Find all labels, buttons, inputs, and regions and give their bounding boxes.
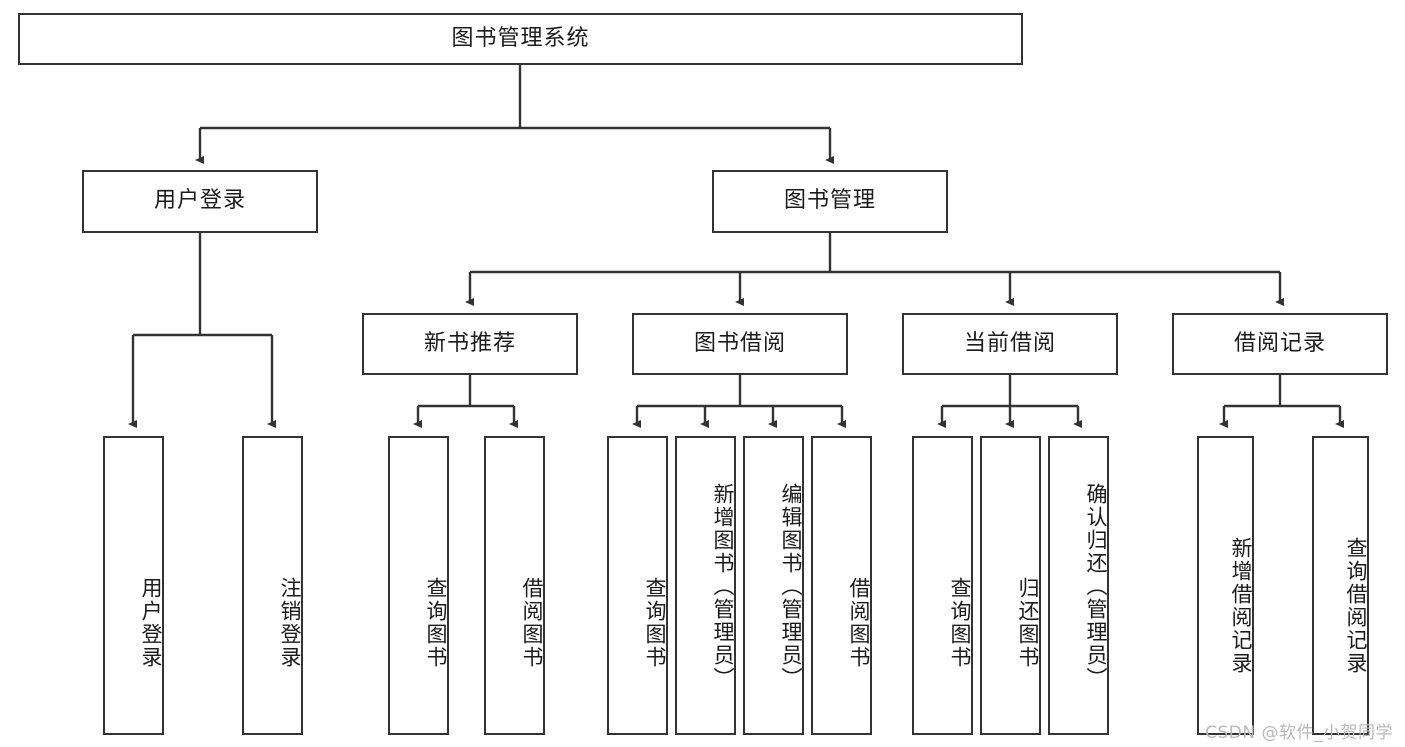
- node-leaf-borrow-book-recommend[interactable]: 借阅图书: [484, 436, 545, 735]
- node-leaf-query-book-borrow[interactable]: 查询图书: [607, 436, 668, 735]
- node-label: 当前借阅: [963, 330, 1056, 356]
- node-leaf-return-book[interactable]: 归还图书: [980, 436, 1041, 735]
- node-label: 新增借阅记录: [1229, 536, 1253, 675]
- node-label: 用户登录: [139, 576, 163, 669]
- node-label: 借阅记录: [1233, 330, 1326, 356]
- node-label: 借阅图书: [520, 576, 544, 669]
- node-label: 确认归还（管理员）: [1084, 483, 1108, 690]
- node-label: 查询图书: [948, 576, 972, 669]
- node-book-management[interactable]: 图书管理: [712, 170, 948, 233]
- node-label: 归还图书: [1016, 576, 1040, 669]
- node-label: 图书管理系统: [451, 25, 590, 51]
- node-leaf-confirm-return-admin[interactable]: 确认归还（管理员）: [1048, 436, 1109, 735]
- node-leaf-logout[interactable]: 注销登录: [242, 436, 303, 735]
- node-label: 编辑图书（管理员）: [779, 483, 803, 690]
- node-label: 新增图书（管理员）: [711, 483, 735, 690]
- node-leaf-query-book-recommend[interactable]: 查询图书: [388, 436, 449, 735]
- node-label: 用户登录: [153, 188, 246, 214]
- node-label: 新书推荐: [423, 330, 516, 356]
- node-leaf-edit-book-admin[interactable]: 编辑图书（管理员）: [743, 436, 804, 735]
- node-label: 查询图书: [424, 576, 448, 669]
- node-root-book-management-system[interactable]: 图书管理系统: [18, 13, 1023, 65]
- node-label: 注销登录: [278, 576, 302, 669]
- node-current-borrowing[interactable]: 当前借阅: [902, 313, 1118, 375]
- node-leaf-query-book-current[interactable]: 查询图书: [912, 436, 973, 735]
- node-label: 借阅图书: [847, 576, 871, 669]
- node-leaf-borrow-book[interactable]: 借阅图书: [811, 436, 872, 735]
- node-new-book-recommendation[interactable]: 新书推荐: [362, 313, 578, 375]
- watermark-text: CSDN @软件_小贺同学: [1205, 723, 1393, 743]
- node-borrowing-records[interactable]: 借阅记录: [1172, 313, 1388, 375]
- node-label: 图书借阅: [693, 330, 786, 356]
- node-label: 查询图书: [643, 576, 667, 669]
- node-label: 查询借阅记录: [1344, 536, 1368, 675]
- node-book-borrowing[interactable]: 图书借阅: [632, 313, 848, 375]
- node-leaf-user-login[interactable]: 用户登录: [103, 436, 164, 735]
- node-user-login[interactable]: 用户登录: [82, 170, 318, 233]
- node-leaf-add-borrow-record[interactable]: 新增借阅记录: [1197, 436, 1254, 735]
- node-leaf-query-borrow-record[interactable]: 查询借阅记录: [1312, 436, 1369, 735]
- node-label: 图书管理: [783, 188, 876, 214]
- node-leaf-add-book-admin[interactable]: 新增图书（管理员）: [675, 436, 736, 735]
